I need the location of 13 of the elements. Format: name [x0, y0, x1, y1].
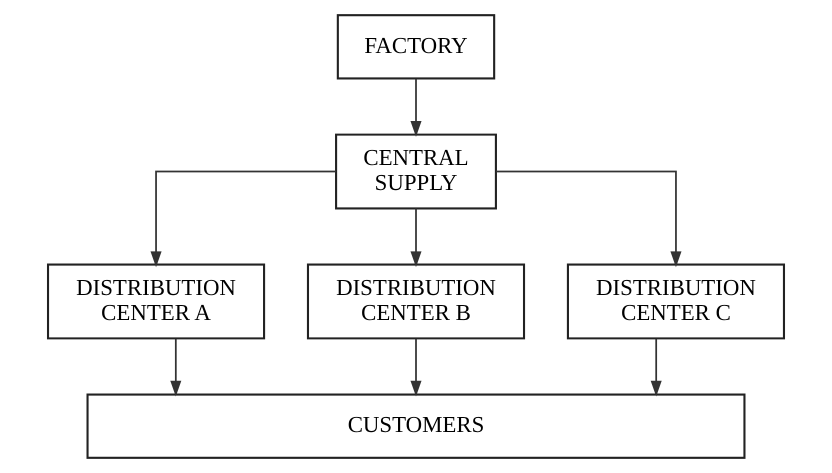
arrow: [410, 208, 422, 268]
arrow: [170, 338, 182, 397]
arrow: [410, 78, 422, 137]
arrow: [650, 338, 662, 397]
arrow: [410, 338, 422, 397]
node-box: DISTRIBUTION CENTER C: [566, 264, 786, 340]
node-box: DISTRIBUTION CENTER A: [46, 264, 266, 340]
arrow: [496, 170, 682, 268]
node-box: CENTRAL SUPPLY: [335, 134, 497, 210]
arrow: [150, 170, 336, 268]
node-box: FACTORY: [336, 14, 496, 80]
node-box: CUSTOMERS: [86, 394, 746, 459]
node-box: DISTRIBUTION CENTER B: [306, 264, 526, 340]
